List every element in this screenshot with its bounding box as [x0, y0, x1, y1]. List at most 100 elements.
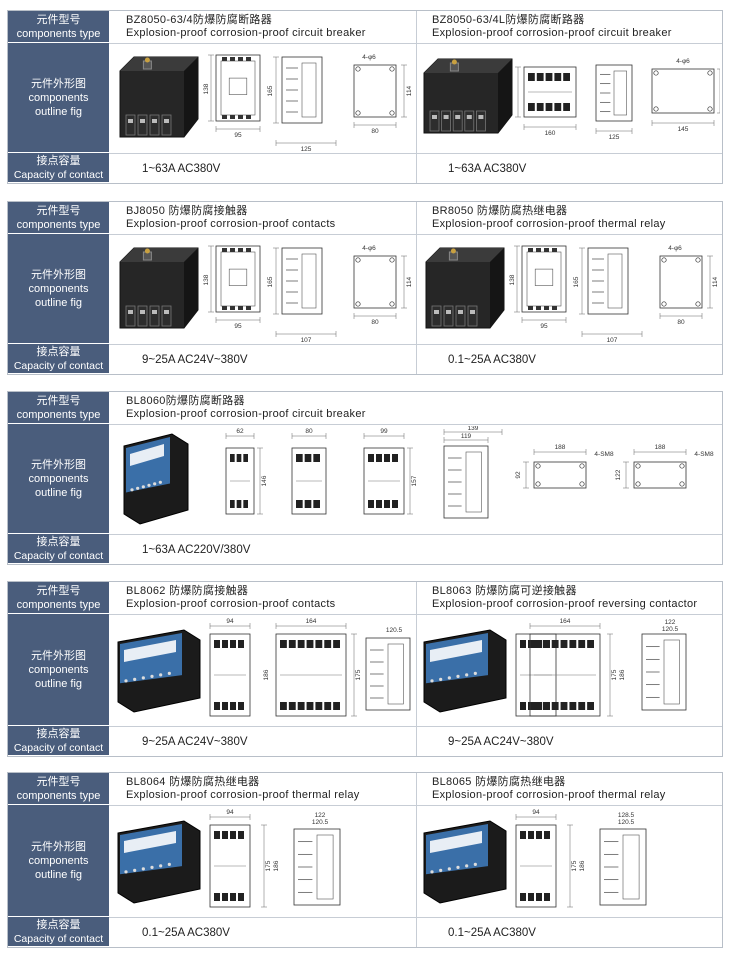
model-description: Explosion-proof corrosion-proof thermal … [432, 218, 666, 230]
row-label-text: components type [16, 27, 101, 40]
row-label-text: components type [16, 598, 101, 611]
dimension-label: 145 [678, 126, 689, 133]
dimension-label: 120.5 [618, 819, 635, 826]
dimension-drawing [523, 66, 577, 118]
model-description: Explosion-proof corrosion-proof contacts [126, 218, 336, 230]
dimension-label: 80 [371, 319, 379, 326]
capacity-value: 0.1~25A AC380V [448, 927, 536, 939]
row-label-text: 元件型号 [36, 584, 81, 597]
dimension-drawing [363, 447, 405, 515]
dimension-label: 107 [301, 337, 312, 342]
model-name: BR8050 防爆防腐热继电器 [432, 205, 568, 217]
model-name: BZ8050-63/4L防爆防腐断路器 [432, 14, 585, 26]
dimension-drawing [365, 637, 411, 711]
dimension-label: 165 [573, 276, 580, 287]
dimension-label: 114 [406, 276, 413, 287]
dimension-drawing [641, 633, 687, 711]
row-label-text: 元件外形图 [31, 649, 86, 662]
dimension-label: 114 [406, 85, 413, 96]
dimension-drawing [291, 447, 327, 515]
row-label-text: Capacity of contact [13, 359, 104, 372]
capacity-value: 1~63A AC380V [142, 163, 221, 175]
dimension-label: 175 [611, 669, 618, 680]
dimension-label: 4-φ6 [362, 54, 376, 61]
row-label-text: 元件型号 [36, 204, 81, 217]
column-divider [416, 11, 417, 183]
dimension-drawing [215, 54, 261, 122]
dimension-label: 165 [267, 276, 274, 287]
row-divider [109, 917, 722, 918]
row-label-text: 元件外形图 [31, 268, 86, 281]
dimension-drawing [293, 828, 341, 906]
dimension-label: 138 [203, 274, 210, 285]
dimension-label: 175 [355, 669, 362, 680]
dimension-label: 186 [619, 669, 626, 680]
dimension-drawing [443, 445, 489, 519]
dimension-label: 122 [615, 469, 622, 480]
enclosure-photo [425, 247, 505, 329]
row-divider [109, 726, 722, 727]
dimension-label: 4-φ6 [676, 58, 690, 65]
dimension-label: 188 [655, 444, 666, 451]
capacity-value: 0.1~25A AC380V [448, 354, 536, 366]
dimension-drawing [275, 633, 347, 717]
dimension-label: 122 [315, 812, 326, 819]
row-divider [109, 43, 722, 44]
dimension-drawing [225, 447, 255, 515]
model-description: Explosion-proof corrosion-proof circuit … [126, 27, 366, 39]
dimension-drawing [353, 255, 397, 309]
model-description: Explosion-proof corrosion-proof circuit … [126, 408, 366, 420]
model-name: BL8064 防爆防腐热继电器 [126, 776, 260, 788]
row-label-text: 接点容量 [36, 727, 81, 740]
dimension-label: 4-SM8 [594, 451, 614, 458]
model-name: BZ8050-63/4防爆防腐断路器 [126, 14, 272, 26]
enclosure-photo [423, 629, 507, 713]
enclosure-photo [423, 820, 507, 904]
dimension-label: 186 [273, 860, 280, 871]
row-divider [109, 234, 722, 235]
row-divider [109, 424, 722, 425]
capacity-value: 9~25A AC24V~380V [142, 736, 248, 748]
model-name: BL8062 防爆防腐接触器 [126, 585, 249, 597]
capacity-value: 9~25A AC24V~380V [142, 354, 248, 366]
column-divider [416, 582, 417, 756]
model-name: BL8063 防爆防腐可逆接触器 [432, 585, 577, 597]
dimension-drawing [651, 68, 715, 114]
dimension-label: 164 [306, 618, 317, 625]
model-description: Explosion-proof corrosion-proof contacts [126, 598, 336, 610]
dimension-drawing [281, 56, 323, 124]
row-divider [109, 805, 722, 806]
row-label-text: Capacity of contact [13, 932, 104, 945]
row-label-text: components [28, 282, 89, 295]
dimension-label: 128.5 [618, 812, 635, 819]
dimension-drawing [281, 247, 323, 315]
row-label-text: outline fig [34, 486, 83, 499]
dimension-label: 138 [509, 274, 516, 285]
dimension-label: 125 [609, 134, 620, 141]
dimension-label: 188 [555, 444, 566, 451]
dimension-label: 4-φ6 [362, 245, 376, 252]
row-label-text: components [28, 854, 89, 867]
dimension-drawing [659, 255, 703, 309]
dimension-label: 80 [677, 319, 685, 326]
dimension-label: 120.5 [386, 627, 403, 634]
dimension-label: 94 [226, 618, 234, 625]
row-label-text: components type [16, 218, 101, 231]
dimension-label: 107 [607, 337, 618, 342]
